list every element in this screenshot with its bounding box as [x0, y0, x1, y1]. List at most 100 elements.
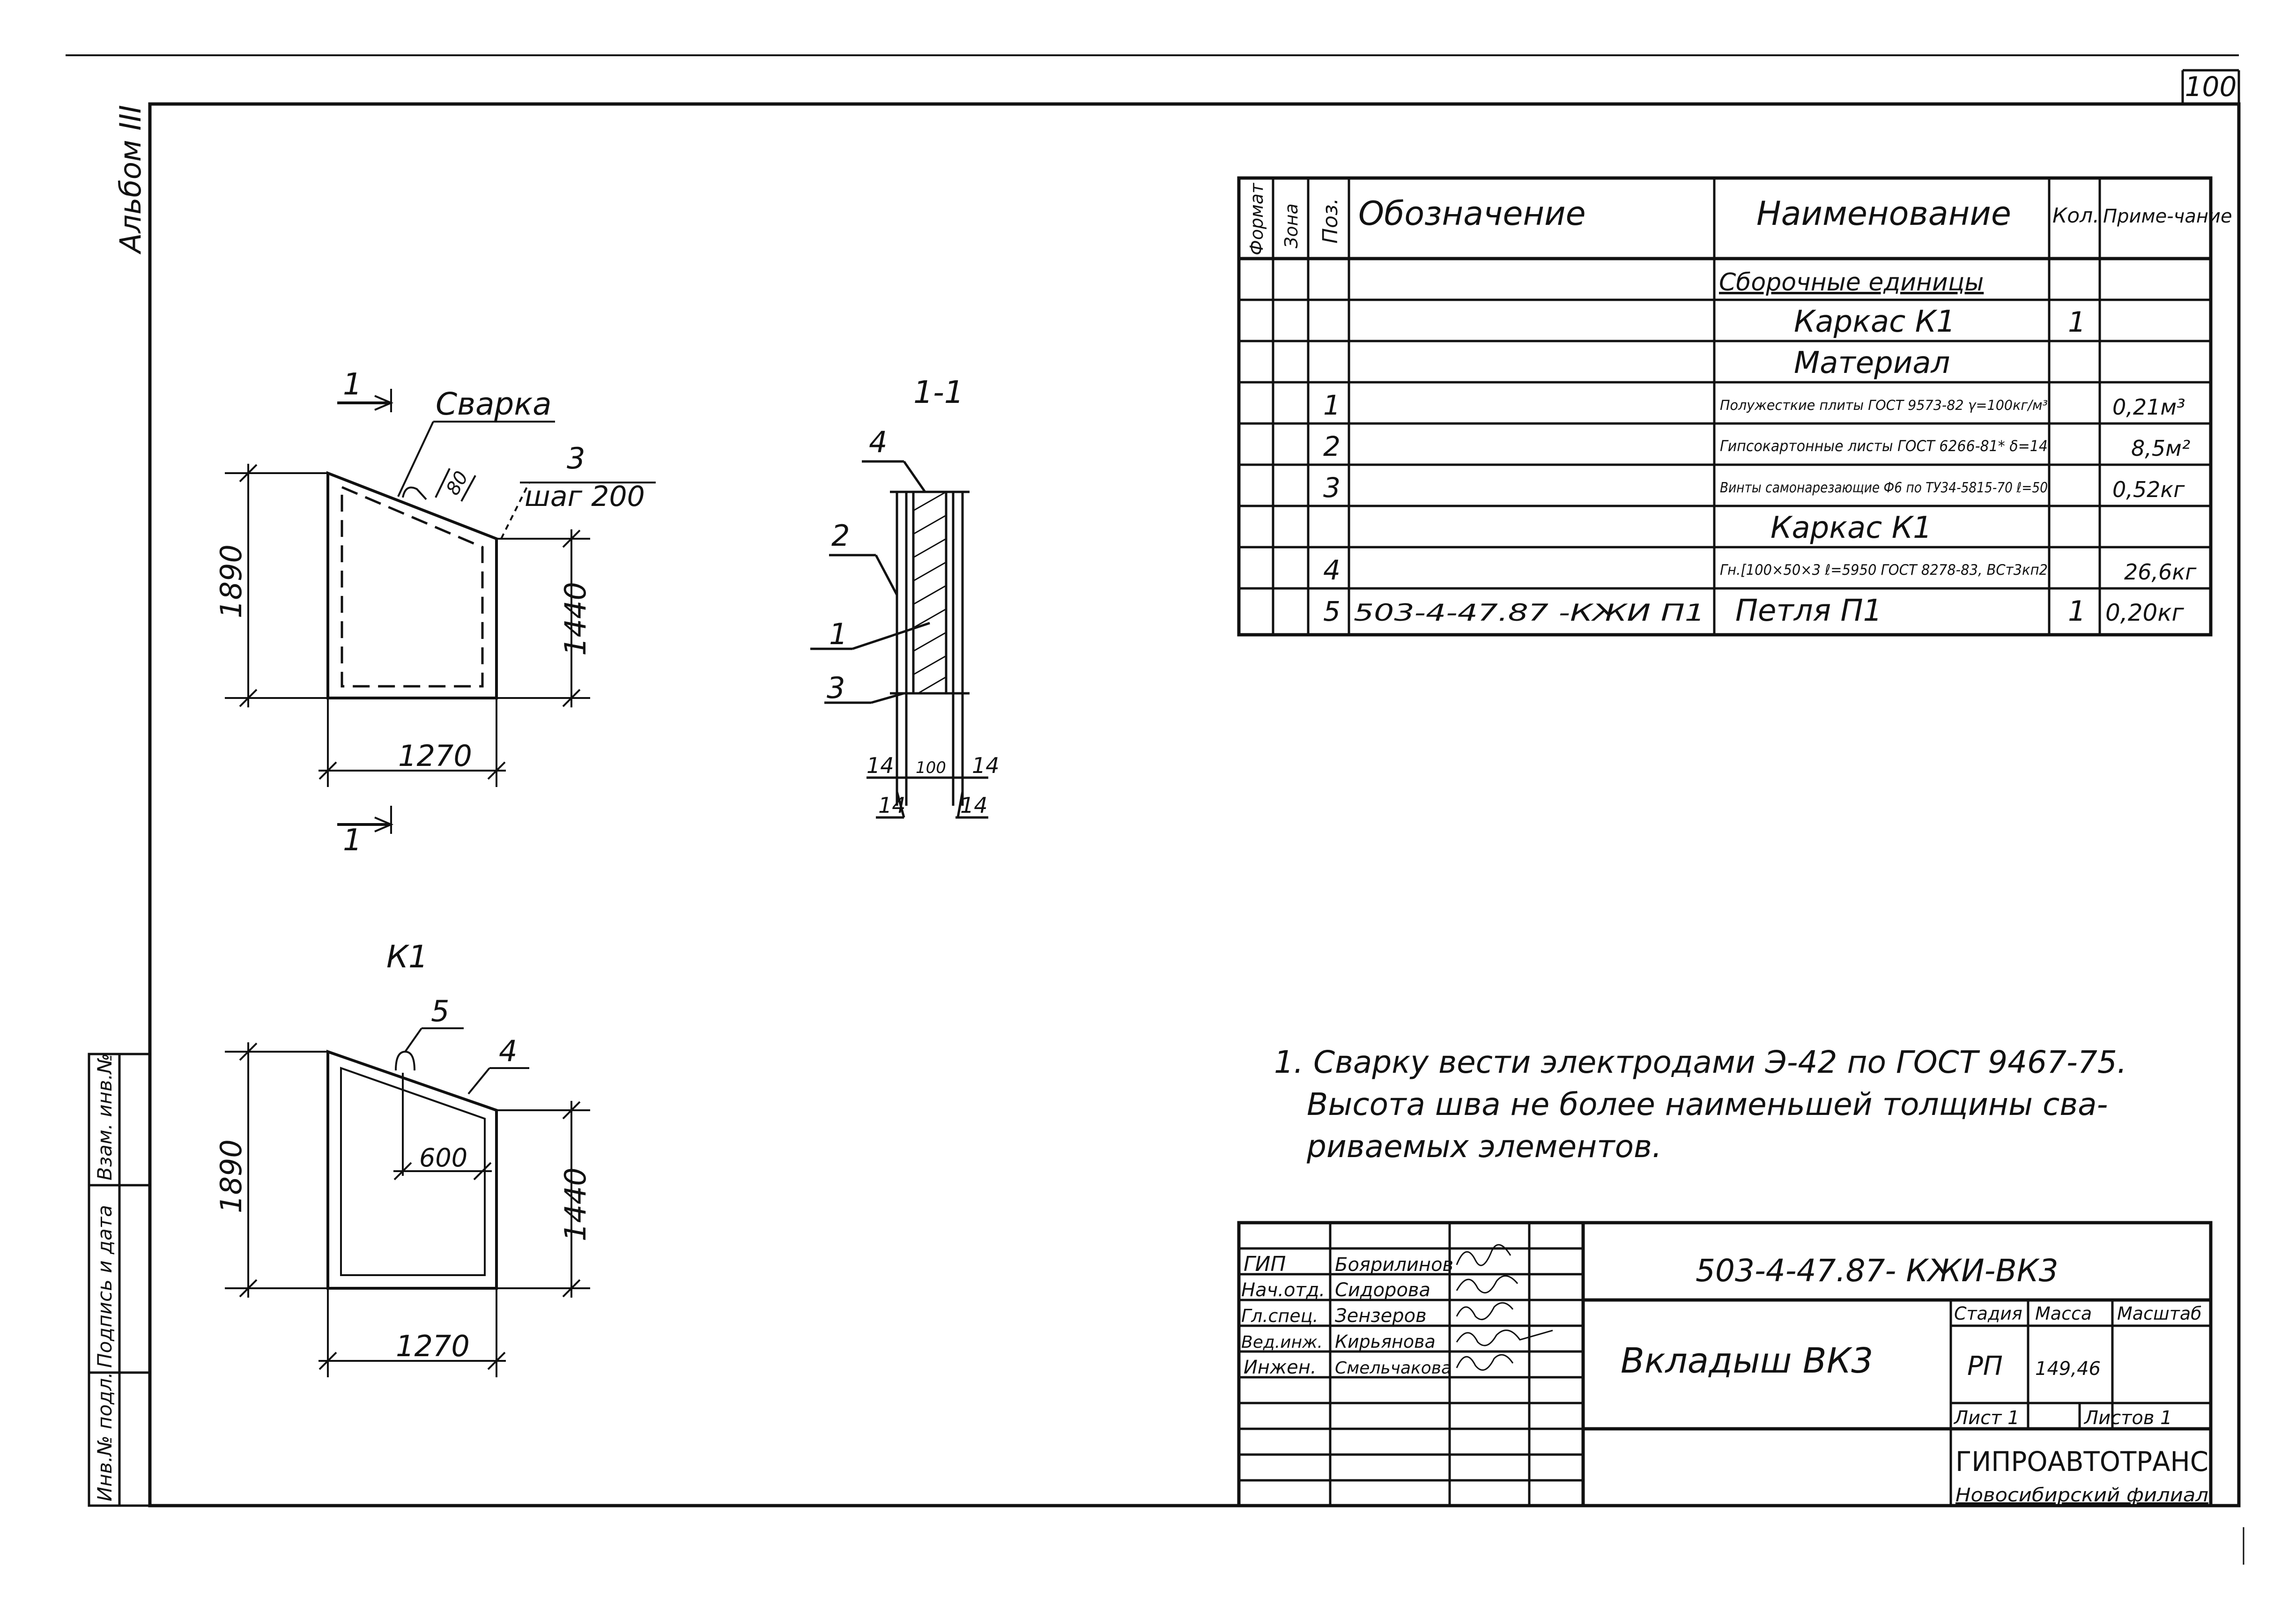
spec-row: 4 Гн.[100×50×3 ℓ=5950 ГОСТ 8278-83, ВСт3…	[1323, 554, 2197, 586]
spec-row-8-name: Гн.[100×50×3 ℓ=5950 ГОСТ 8278-83, ВСт3кп…	[1720, 562, 2048, 579]
page-number: 100	[2185, 71, 2237, 103]
spec-row: Сборочные единицы	[1719, 268, 1984, 297]
k1-inner	[340, 1067, 486, 1276]
spec-row-6-name: Винты самонарезающие Ф6 по ТУ34-5815-70 …	[1720, 480, 2048, 496]
tb-title: Вкладыш ВК3	[1621, 1341, 1873, 1381]
dim-height-right: 1440	[558, 582, 593, 656]
tb-mass-label: Масса	[2035, 1303, 2092, 1324]
spec-row-1-name: Сборочные единицы	[1719, 268, 1984, 297]
note-line-2: Высота шва не более наименьшей толщины с…	[1307, 1086, 2108, 1122]
side-stamp-inv: Инв.№ подл.	[93, 1372, 116, 1501]
spec-row: 3 Винты самонарезающие Ф6 по ТУ34-5815-7…	[1323, 472, 2185, 504]
side-stamp-signature: Подпись и дата	[93, 1205, 116, 1368]
title-block: ГИП Боярилинов Нач.отд. Сидорова Гл.спец…	[1237, 1221, 2213, 1507]
spec-row: Материал	[1794, 346, 1950, 380]
tb-code: 503-4-47.87- КЖИ-ВК3	[1696, 1253, 2059, 1289]
cut-mark-top-label: 1	[343, 367, 362, 402]
spec-row-4-name: Полужесткие плиты ГОСТ 9573-82 γ=100кг/м…	[1720, 397, 2048, 413]
k1-callout-loop: 5	[431, 994, 449, 1028]
spec-header-zone: Зона	[1281, 203, 1302, 248]
spec-header-pos: Поз.	[1318, 198, 1342, 244]
tb-stage: РП	[1967, 1351, 2003, 1381]
spec-row-7-name: Каркас К1	[1770, 511, 1932, 545]
k1-dim-width: 1270	[396, 1329, 470, 1363]
tb-sheet: Лист 1	[1953, 1407, 2020, 1429]
panel-elevation: 1 1 Сварка 80 3 шаг 200 1890 1440 1270	[214, 367, 656, 858]
spec-row: 5 503-4-47.87 -КЖИ П1 Петля П1 1 0,20кг	[1323, 594, 2185, 628]
spec-row-9-note: 0,20кг	[2105, 599, 2185, 626]
notes: 1. Сварку вести электродами Э-42 по ГОСТ…	[1274, 1044, 2127, 1165]
tb-role-3: Гл.спец.	[1241, 1306, 1318, 1326]
spec-row-5-pos: 2	[1323, 431, 1341, 462]
weld-size: 80	[442, 468, 473, 499]
spec-row-2-qty: 1	[2068, 306, 2086, 339]
section-dim-14-right: 14	[972, 753, 1000, 778]
spec-header-designation: Обозначение	[1358, 194, 1586, 233]
spec-header-name: Наименование	[1756, 194, 2011, 233]
spec-header-note: Приме-чание	[2103, 206, 2232, 227]
dim-height-left: 1890	[214, 544, 248, 618]
tb-role-4: Вед.инж.	[1241, 1333, 1323, 1352]
tb-sheets: Листов 1	[2083, 1407, 2172, 1429]
section-callout-3: 3	[827, 671, 845, 705]
section-dim-14-bottom-left: 14	[878, 793, 906, 818]
spec-row-8-pos: 4	[1323, 554, 1341, 586]
dim-width: 1270	[398, 739, 472, 773]
k1-dim-height-right: 1440	[558, 1167, 593, 1241]
spec-row: Каркас К1	[1770, 511, 1932, 545]
k1-dim-height-left: 1890	[214, 1139, 248, 1213]
note-line-1: 1. Сварку вести электродами Э-42 по ГОСТ…	[1274, 1044, 2127, 1080]
tb-name-2: Сидорова	[1335, 1279, 1430, 1301]
spec-row-8-note: 26,6кг	[2124, 559, 2197, 585]
side-stamp-replace: Взам. инв.№	[93, 1053, 116, 1181]
spec-row-9-qty: 1	[2068, 595, 2086, 628]
tb-stage-label: Стадия	[1954, 1303, 2022, 1324]
section-callout-4: 4	[869, 425, 887, 459]
note-step: шаг 200	[525, 480, 645, 513]
tb-role-2: Нач.отд.	[1241, 1279, 1325, 1301]
tb-role-5: Инжен.	[1244, 1357, 1317, 1378]
sheet-frame	[66, 54, 2244, 1565]
tb-name-1: Боярилинов	[1335, 1254, 1453, 1276]
spec-header-qty: Кол.	[2052, 204, 2099, 228]
spec-row-5-name: Гипсокартонные листы ГОСТ 6266-81* δ=14	[1720, 437, 2048, 455]
spec-row-5-note: 8,5м²	[2131, 436, 2190, 461]
k1-title: К1	[386, 939, 428, 975]
spec-row-4-pos: 1	[1323, 389, 1341, 421]
specification-table: Формат Зона Поз. Обозначение Наименовани…	[1237, 176, 2232, 637]
note-line-3: риваемых элементов.	[1306, 1129, 1662, 1165]
tb-role-1: ГИП	[1244, 1252, 1286, 1276]
spec-row: Каркас К1 1	[1794, 304, 2086, 339]
tb-name-3: Зензеров	[1335, 1305, 1427, 1327]
panel-inner-frame	[341, 485, 484, 688]
spec-row-3-name: Материал	[1794, 346, 1950, 380]
side-stamp: Инв.№ подл. Подпись и дата Взам. инв.№	[88, 1053, 151, 1507]
cut-mark-bottom-label: 1	[343, 823, 362, 858]
section-title: 1-1	[913, 374, 964, 410]
tb-org: ГИПРОАВТОТРАНС	[1955, 1446, 2208, 1478]
spec-row-9-pos: 5	[1323, 595, 1341, 627]
section-dim-100: 100	[916, 758, 946, 777]
section-1-1: 1-1 4 2 1	[810, 374, 1000, 819]
section-callout-2: 2	[831, 519, 850, 553]
tb-name-5: Смельчакова	[1335, 1359, 1452, 1378]
spec-header-format: Формат	[1246, 182, 1267, 255]
tb-name-4: Кирьянова	[1335, 1331, 1436, 1352]
spec-row-9-name: Петля П1	[1735, 594, 1882, 628]
spec-row-2-name: Каркас К1	[1794, 304, 1955, 339]
spec-row: 1 Полужесткие плиты ГОСТ 9573-82 γ=100кг…	[1323, 389, 2185, 421]
weld-label: Сварка	[436, 386, 552, 422]
spec-row-6-pos: 3	[1323, 472, 1341, 504]
section-callout-1: 1	[829, 617, 847, 651]
frame-k1: К1	[214, 939, 593, 1377]
album-label: Альбом III	[113, 105, 148, 255]
panel-outline	[326, 471, 498, 699]
tb-branch: Новосибирский филиал	[1955, 1485, 2208, 1506]
section-insulation	[912, 490, 948, 695]
spec-row: 2 Гипсокартонные листы ГОСТ 6266-81* δ=1…	[1323, 431, 2190, 462]
spec-row-6-note: 0,52кг	[2112, 477, 2185, 502]
k1-dim-inner: 600	[419, 1143, 467, 1173]
tb-scale-label: Масштаб	[2117, 1303, 2202, 1324]
section-dim-14-bottom-right: 14	[960, 793, 988, 818]
